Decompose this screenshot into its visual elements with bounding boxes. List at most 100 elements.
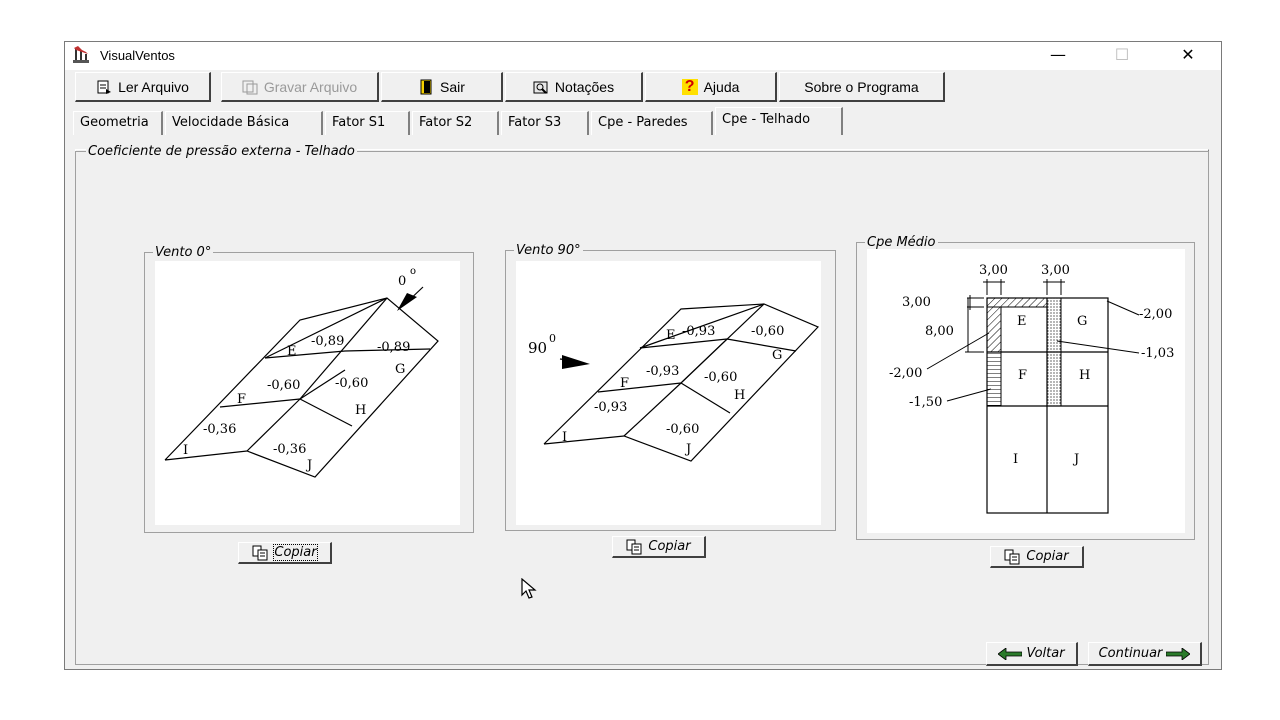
copy-label: Copiar	[648, 539, 691, 554]
vento0-degree: o	[410, 266, 416, 277]
window-title: VisualVentos	[100, 48, 175, 63]
cpe-medio-title: Cpe Médio	[865, 235, 938, 250]
vento90-label-g: G	[772, 348, 782, 363]
vento0-value-f: -0,60	[267, 378, 300, 393]
wind-arrow-head	[397, 293, 417, 311]
ler-arquivo-label: Ler Arquivo	[118, 78, 189, 95]
vento90-value-h: -0,60	[704, 370, 737, 385]
tab-label: Cpe - Telhado	[722, 112, 811, 127]
app-icon	[73, 46, 89, 63]
help-icon: ?	[681, 78, 698, 95]
title-bar[interactable]: VisualVentos — ☐ ✕	[65, 42, 1221, 70]
sair-label: Sair	[440, 78, 465, 95]
vento0-canvas: 0 o -0,89 E -0,89 G -0,60 F -0,60 H -0,3…	[155, 261, 460, 525]
cpe-value-right-top: -2,00	[1139, 307, 1172, 322]
ajuda-label: Ajuda	[703, 78, 740, 95]
vento90-angle: 90	[528, 339, 547, 357]
cpe-medio-copy-button[interactable]: Copiar	[990, 546, 1084, 568]
vento0-label-h: H	[355, 403, 366, 418]
vento90-panel: Vento 90° 90	[505, 243, 836, 531]
gravar-arquivo-label: Gravar Arquivo	[263, 78, 358, 95]
vento0-roof-diagram: 0 o -0,89 E -0,89 G -0,60 F -0,60 H -0,3…	[164, 266, 439, 478]
vento90-canvas: 90 0 -0,93 E -0,60 G -0,93 F -0,60 H -0,…	[516, 261, 821, 525]
vento0-copy-button[interactable]: Copiar	[238, 542, 332, 564]
cpe-label-h: H	[1079, 368, 1090, 383]
vento90-label-j: J	[684, 442, 691, 457]
cpe-dim-top-right: 3,00	[1041, 263, 1070, 278]
tab-label: Geometria	[80, 115, 149, 130]
vento0-label-f: F	[237, 392, 246, 407]
continuar-button[interactable]: Continuar	[1088, 642, 1202, 666]
cpe-label-e: E	[1017, 314, 1027, 329]
vento90-value-e: -0,93	[682, 324, 715, 339]
vento90-value-g: -0,60	[751, 324, 784, 339]
cpe-dim-left-top: 3,00	[902, 295, 931, 310]
vento0-value-h: -0,60	[335, 376, 368, 391]
ajuda-button[interactable]: ? Ajuda	[645, 72, 777, 102]
vento0-label-j: J	[305, 458, 312, 473]
sobre-programa-label: Sobre o Programa	[804, 78, 919, 95]
tab-cpe-paredes[interactable]: Cpe - Paredes	[591, 111, 713, 135]
tab-label: Fator S3	[508, 115, 562, 130]
arrow-right-icon	[1166, 647, 1191, 660]
vento0-value-e: -0,89	[311, 334, 344, 349]
cpe-label-j: J	[1072, 452, 1079, 467]
main-groupbox: Coeficiente de pressão externa - Telhado…	[75, 144, 1209, 666]
main-groupbox-title: Coeficiente de pressão externa - Telhado	[86, 144, 357, 159]
tab-fator-s3[interactable]: Fator S3	[501, 111, 589, 135]
vento90-label-h: H	[734, 388, 745, 403]
close-button[interactable]: ✕	[1181, 45, 1195, 64]
vento90-label-f: F	[620, 376, 629, 391]
mouse-cursor-icon	[521, 578, 537, 599]
tab-label: Fator S1	[332, 115, 386, 130]
tab-fator-s2[interactable]: Fator S2	[412, 111, 499, 135]
wind-arrow-head	[562, 355, 590, 369]
vento0-title: Vento 0°	[153, 245, 214, 260]
copy-label: Copiar	[273, 544, 318, 561]
copy-icon	[626, 539, 642, 554]
cpe-dim-left-height: 8,00	[925, 324, 954, 339]
cpe-label-g: G	[1077, 314, 1087, 329]
notes-icon	[533, 81, 548, 94]
notacoes-button[interactable]: Notações	[505, 72, 643, 102]
sair-button[interactable]: Sair	[381, 72, 503, 102]
save-file-icon	[242, 80, 258, 94]
vento90-label-i: I	[562, 430, 567, 445]
vento90-roof-diagram: 90 0 -0,93 E -0,60 G -0,93 F -0,60 H -0,…	[528, 303, 820, 462]
exit-door-icon	[420, 79, 432, 94]
cpe-value-left-low: -1,50	[909, 395, 942, 410]
vento90-value-i: -0,93	[594, 400, 627, 415]
tab-label: Cpe - Paredes	[598, 115, 688, 130]
vento0-label-e: E	[287, 344, 297, 359]
vento0-angle: 0	[398, 274, 406, 289]
app-window: VisualVentos — ☐ ✕ Ler Arquivo Gravar Ar…	[64, 41, 1222, 670]
tab-fator-s1[interactable]: Fator S1	[325, 111, 410, 135]
vento0-label-g: G	[395, 362, 405, 377]
maximize-button[interactable]: ☐	[1114, 45, 1130, 64]
cpe-value-right-mid: -1,03	[1141, 346, 1174, 361]
minimize-button[interactable]: —	[1050, 45, 1066, 64]
tab-cpe-telhado[interactable]: Cpe - Telhado	[715, 107, 843, 135]
tab-geometria[interactable]: Geometria	[73, 111, 163, 135]
vento90-label-e: E	[666, 328, 676, 343]
cpe-medio-canvas: 3,00 3,00 3,00 8,00 -2,00 -1,03 -2,00 -1…	[867, 249, 1185, 533]
cpe-medio-panel: Cpe Médio	[856, 235, 1195, 540]
vento90-value-j: -0,60	[666, 422, 699, 437]
tab-velocidade-basica[interactable]: Velocidade Básica	[165, 111, 323, 135]
cpe-label-i: I	[1013, 452, 1018, 467]
cpe-dim-top-left: 3,00	[979, 263, 1008, 278]
tab-label: Velocidade Básica	[172, 115, 290, 130]
cpe-label-f: F	[1018, 368, 1027, 383]
continuar-label: Continuar	[1098, 646, 1163, 661]
sobre-programa-button[interactable]: Sobre o Programa	[779, 72, 945, 102]
notacoes-label: Notações	[554, 78, 615, 95]
vento0-value-i: -0,36	[203, 422, 236, 437]
ler-arquivo-button[interactable]: Ler Arquivo	[75, 72, 211, 102]
tab-label: Fator S2	[419, 115, 473, 130]
vento0-panel: Vento 0° 0	[144, 245, 474, 533]
gravar-arquivo-button[interactable]: Gravar Arquivo	[221, 72, 379, 102]
vento90-copy-button[interactable]: Copiar	[612, 536, 706, 558]
vento90-degree: 0	[549, 332, 556, 345]
voltar-button[interactable]: Voltar	[986, 642, 1078, 666]
copy-icon	[1004, 549, 1020, 564]
